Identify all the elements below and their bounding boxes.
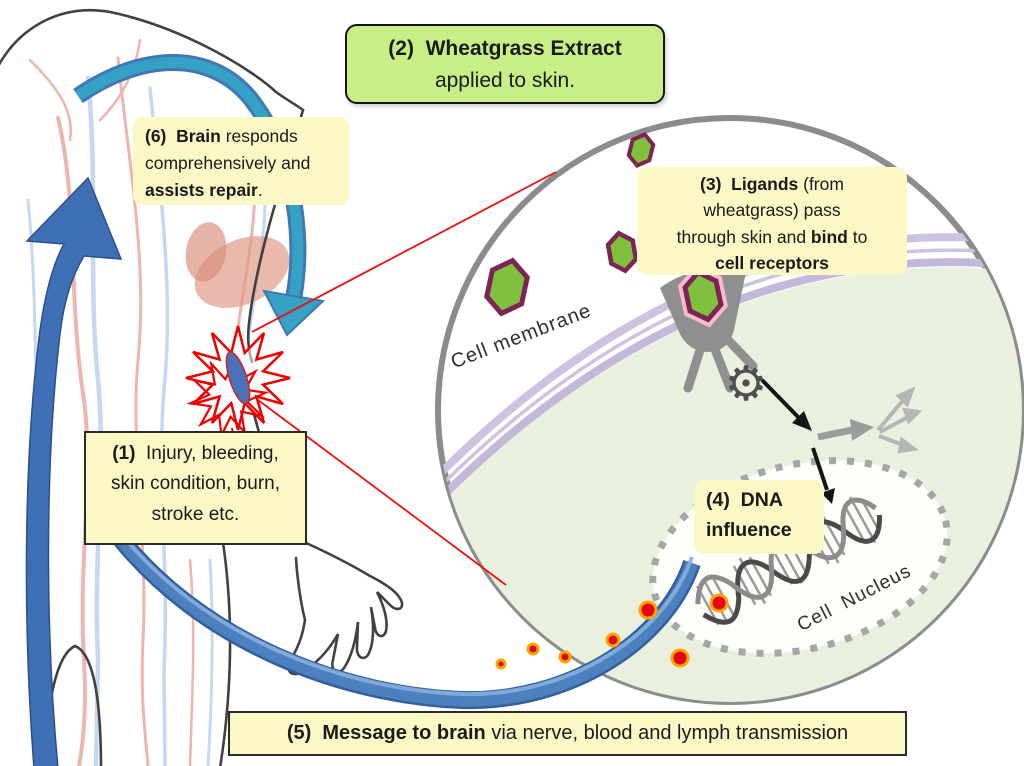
ligand-hexagon-icon [484,257,530,317]
ligands-group [484,132,728,328]
signal-dot [638,600,658,620]
signal-dots [495,593,729,670]
step3-line1: (3) Ligands (from [700,174,844,194]
step2-wheatgrass-box: (2) Wheatgrass Extract applied to skin. [345,24,665,104]
step1-injury-box: (1) Injury, bleeding, skin condition, bu… [84,431,307,545]
gear-icon: ⚙ [724,358,767,411]
human-anatomy-figure [0,9,404,766]
step6-line2: comprehensively and [145,153,311,174]
injury-starburst-icon [185,325,291,461]
step4-dna-box: (4) DNA influence [694,480,824,554]
ligand-hexagon-icon [605,230,639,274]
step1-line3: stroke etc. [151,503,240,525]
signal-dot [558,650,572,664]
step6-line1: (6) Brain responds [145,126,298,146]
step1-line1: (1) Injury, bleeding, [112,443,279,464]
step5-message-box: (5) Message to brain via nerve, blood an… [228,711,907,756]
vein-vessel [85,75,103,766]
signal-dot [709,593,729,613]
signal-dot [670,648,690,668]
arrowhead [792,411,812,431]
step3-line4: cell receptors [715,252,829,273]
step6-brain-box: (6) Brain responds comprehensively and a… [133,117,349,205]
blood-vessel [28,38,195,766]
step4-line1: (4) DNA [706,489,783,511]
step1-line2: skin condition, burn, [111,473,280,495]
arrowhead [262,289,326,337]
ligand-hexagon-icon [626,132,656,168]
magnifier-lines [251,171,557,586]
step5-text: (5) Message to brain via nerve, blood an… [286,722,849,744]
step3-line3: through skin and bind to [676,226,868,247]
organ-shape [185,222,227,282]
step2-line2: applied to skin. [434,68,576,92]
message-path [104,520,701,710]
step3-line2: wheatgrass) pass [703,200,841,221]
step3-ligands-box: (3) Ligands (from wheatgrass) pass throu… [637,167,907,275]
message-to-brain-arrow [25,176,123,766]
arrowhead [821,488,835,504]
step2-line1: (2) Wheatgrass Extract [388,37,622,60]
step4-line2: influence [706,519,792,542]
arrowhead [850,419,874,441]
signal-arrows [760,378,923,504]
wound-shape [225,351,251,405]
ligand-hexagon-icon [682,269,724,323]
signal-dot [526,642,540,656]
step6-line3: assists repair. [145,180,263,201]
signal-dot [495,658,507,670]
signal-dot [605,632,621,648]
